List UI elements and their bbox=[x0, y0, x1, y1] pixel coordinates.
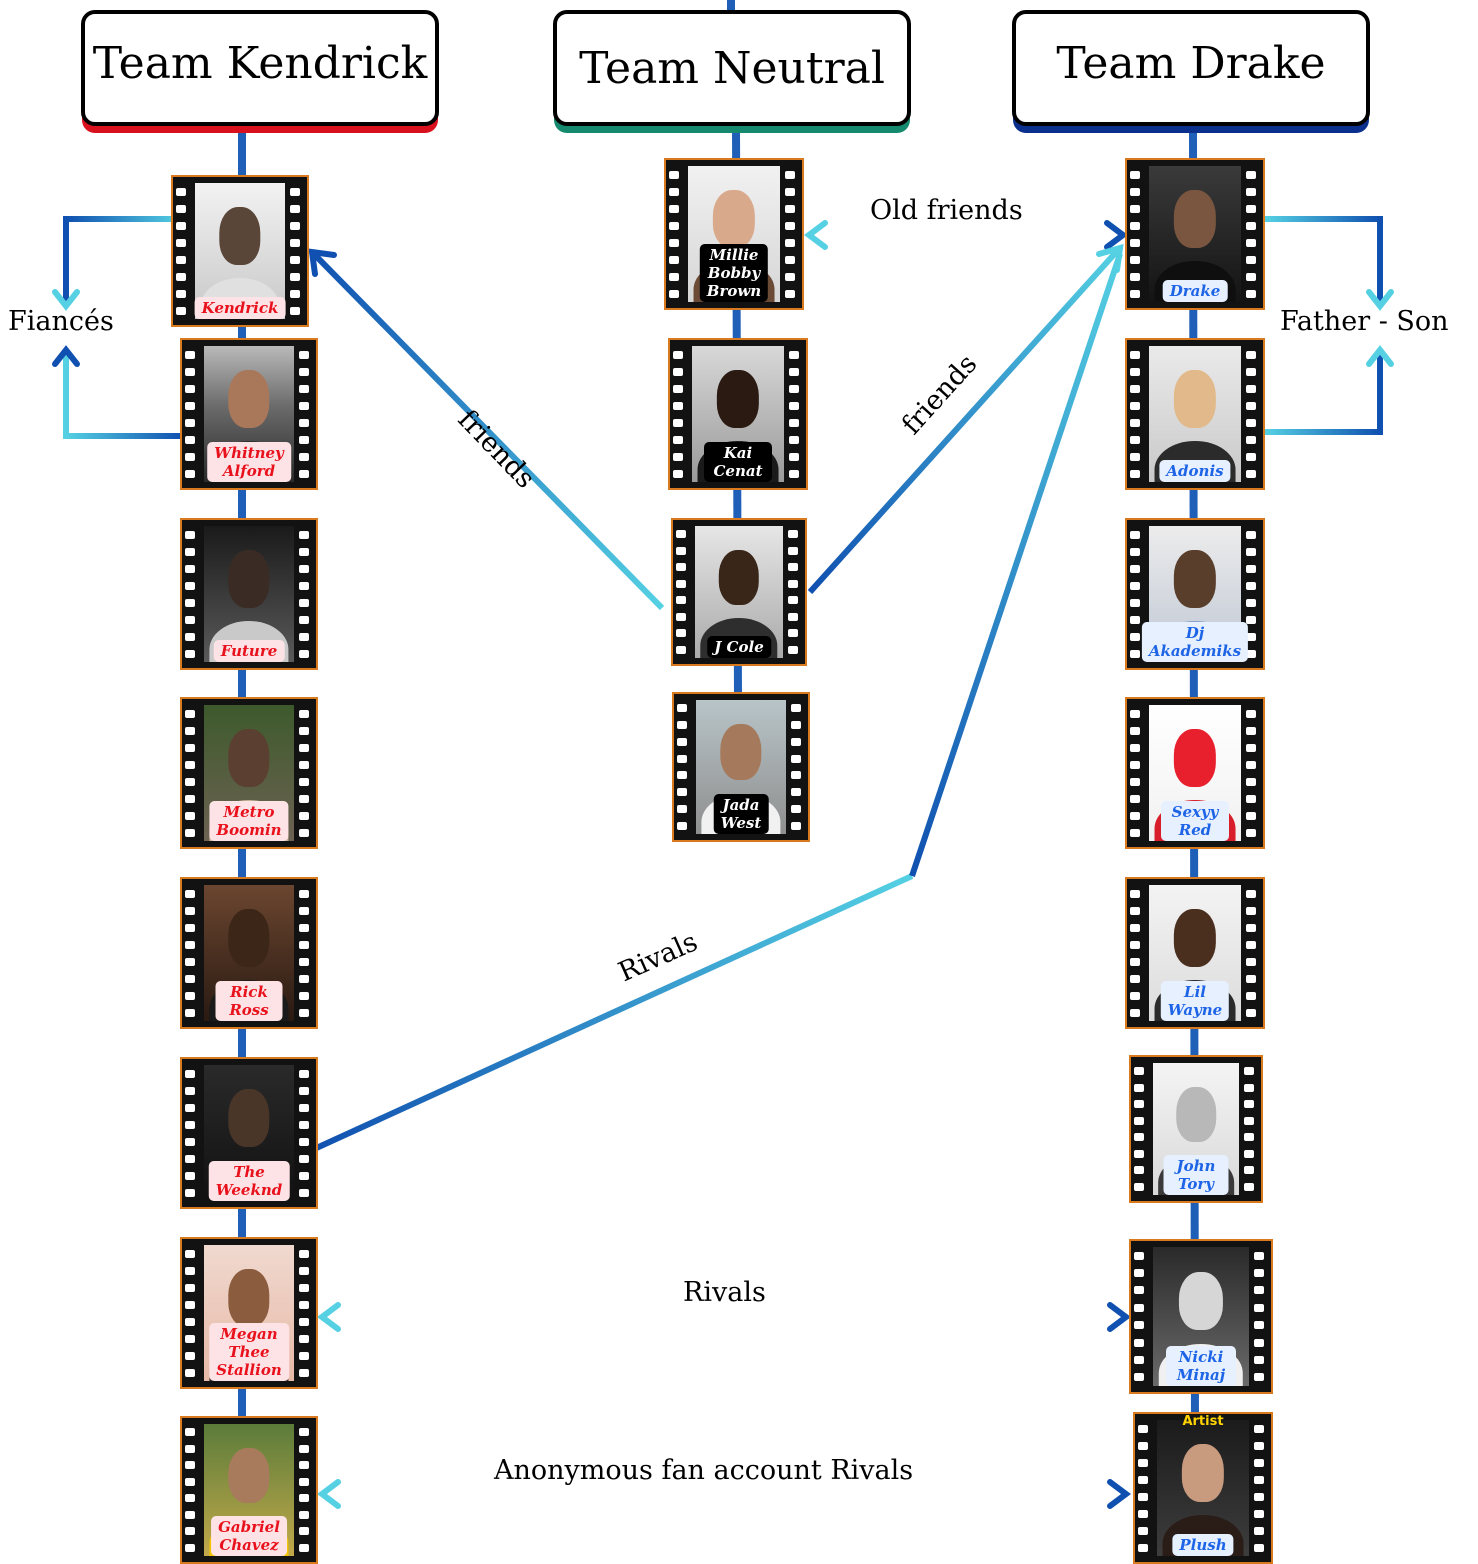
friends-drake-arrow bbox=[807, 247, 1121, 595]
person-name-nicki: Nicki Minaj bbox=[1166, 1346, 1236, 1386]
person-card-gabriel[interactable]: Gabriel Chavez bbox=[180, 1416, 318, 1564]
person-name-jada: Jada West bbox=[713, 794, 769, 834]
person-name-kendrick: Kendrick bbox=[194, 297, 286, 319]
person-card-millie[interactable]: Millie Bobby Brown bbox=[664, 158, 804, 310]
person-name-rickross: Rick Ross bbox=[215, 981, 283, 1021]
person-name-gabriel: Gabriel Chavez bbox=[211, 1516, 287, 1556]
person-card-drake[interactable]: Drake bbox=[1125, 158, 1265, 310]
team-neutral-title: Team Neutral bbox=[579, 43, 885, 94]
plush-photo bbox=[1157, 1420, 1249, 1556]
rivals-weeknd-arrow-b bbox=[909, 253, 1123, 877]
person-card-metro[interactable]: Metro Boomin bbox=[180, 697, 318, 849]
label-father-son: Father - Son bbox=[1280, 306, 1449, 337]
person-card-weeknd[interactable]: The Weeknd bbox=[180, 1057, 318, 1209]
person-card-megan[interactable]: Megan Thee Stallion bbox=[180, 1237, 318, 1389]
person-card-johntory[interactable]: John Tory bbox=[1129, 1055, 1263, 1203]
person-card-kendrick[interactable]: Kendrick bbox=[171, 175, 309, 327]
person-name-future: Future bbox=[213, 640, 285, 662]
rivals-anon-arrowhead-right bbox=[1107, 1479, 1131, 1509]
person-card-jcole[interactable]: J Cole bbox=[671, 518, 807, 666]
person-name-metro: Metro Boomin bbox=[209, 801, 289, 841]
father-son-arrowhead-top bbox=[1366, 289, 1394, 311]
person-name-akademiks: Dj Akademiks bbox=[1141, 622, 1249, 662]
person-card-adonis[interactable]: Adonis bbox=[1125, 338, 1265, 490]
person-name-drake: Drake bbox=[1162, 280, 1228, 302]
person-name-jcole: J Cole bbox=[707, 636, 771, 658]
person-card-lilwayne[interactable]: Lil Wayne bbox=[1125, 877, 1265, 1029]
person-card-kai[interactable]: Kai Cenat bbox=[668, 338, 808, 490]
person-name-weeknd: The Weeknd bbox=[208, 1161, 290, 1201]
rivals-megan-arrowhead-left bbox=[317, 1302, 341, 1332]
father-son-bracket-bottom bbox=[1265, 352, 1383, 435]
label-rivals-anon: Anonymous fan account Rivals bbox=[494, 1455, 914, 1486]
person-name-megan: Megan Thee Stallion bbox=[209, 1323, 289, 1381]
person-name-kai: Kai Cenat bbox=[704, 442, 772, 482]
father-son-bracket-top bbox=[1265, 216, 1383, 304]
old-friends-arrowhead-right bbox=[1104, 220, 1128, 250]
father-son-arrowhead-bottom bbox=[1366, 345, 1394, 367]
person-card-rickross[interactable]: Rick Ross bbox=[180, 877, 318, 1029]
person-name-whitney: Whitney Alford bbox=[207, 442, 291, 482]
friends-kendrick-arrowhead bbox=[308, 248, 337, 277]
person-card-sexyy[interactable]: Sexyy Red bbox=[1125, 697, 1265, 849]
rivals-megan-arrowhead-right bbox=[1107, 1302, 1131, 1332]
label-fiances: Fiancés bbox=[8, 306, 114, 337]
person-name-lilwayne: Lil Wayne bbox=[1160, 981, 1230, 1021]
old-friends-arrowhead-left bbox=[804, 220, 828, 250]
fiances-bracket-bottom bbox=[63, 352, 182, 439]
team-kendrick-header: Team Kendrick bbox=[81, 10, 439, 126]
team-neutral-header: Team Neutral bbox=[553, 10, 911, 126]
plush-artist-badge: Artist bbox=[1182, 1414, 1224, 1429]
label-rivals-megan: Rivals bbox=[683, 1277, 766, 1308]
fiances-arrowhead-top bbox=[52, 289, 80, 311]
team-drake-header: Team Drake bbox=[1012, 10, 1370, 126]
label-old-friends: Old friends bbox=[870, 195, 1023, 226]
rivals-weeknd-arrow-a bbox=[310, 873, 914, 1153]
person-card-plush[interactable]: Artist Plush bbox=[1133, 1412, 1273, 1564]
person-card-akademiks[interactable]: Dj Akademiks bbox=[1125, 518, 1265, 670]
person-name-adonis: Adonis bbox=[1159, 460, 1231, 482]
person-name-millie: Millie Bobby Brown bbox=[699, 244, 769, 302]
person-card-jada[interactable]: Jada West bbox=[672, 692, 810, 842]
fiances-bracket-top bbox=[63, 216, 182, 304]
person-name-johntory: John Tory bbox=[1163, 1155, 1229, 1195]
team-kendrick-title: Team Kendrick bbox=[92, 38, 428, 89]
friends-kendrick-arrow bbox=[311, 251, 665, 611]
rivals-anon-arrowhead-left bbox=[317, 1479, 341, 1509]
person-card-whitney[interactable]: Whitney Alford bbox=[180, 338, 318, 490]
person-name-sexyy: Sexyy Red bbox=[1161, 801, 1229, 841]
fiances-arrowhead-bottom bbox=[52, 345, 80, 367]
team-drake-title: Team Drake bbox=[1056, 38, 1326, 89]
person-card-nicki[interactable]: Nicki Minaj bbox=[1129, 1239, 1273, 1394]
person-name-plush: Plush bbox=[1172, 1534, 1234, 1556]
person-card-future[interactable]: Future bbox=[180, 518, 318, 670]
